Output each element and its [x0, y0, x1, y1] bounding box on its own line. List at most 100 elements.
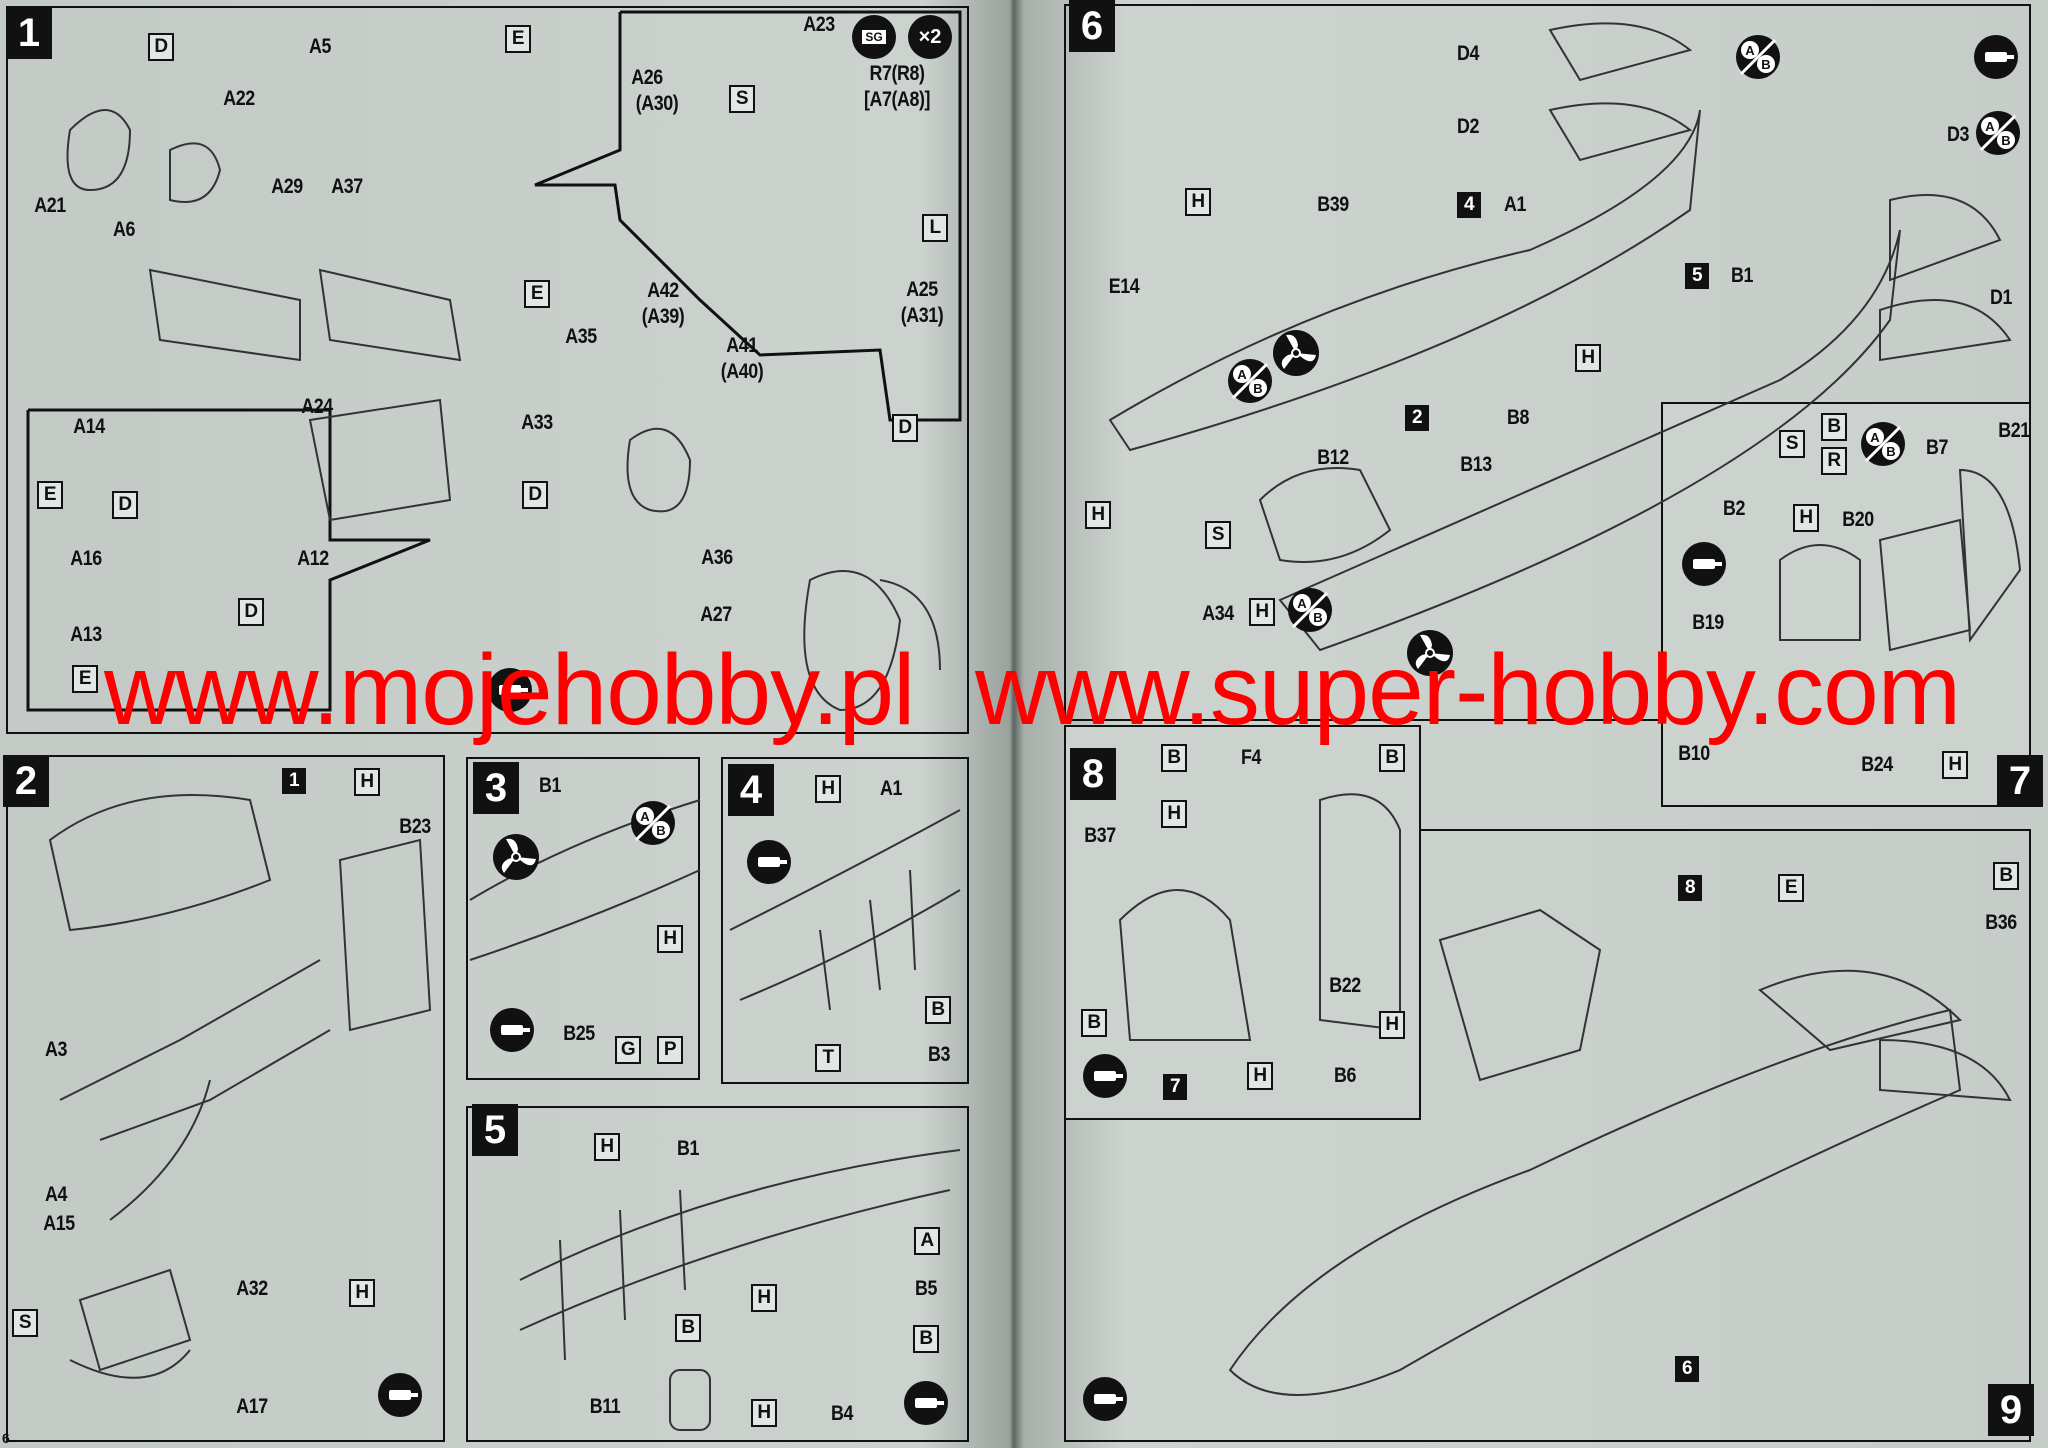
version-b-letter: B — [1313, 610, 1322, 625]
decal-color-code-box: H — [1249, 598, 1275, 626]
part-number-label: B4 — [831, 1402, 853, 1425]
part-number-label: B5 — [915, 1277, 937, 1300]
step-reference-box: 7 — [1163, 1074, 1187, 1100]
part-number-label: [A7(A8)] — [863, 88, 931, 111]
part-number-label: B21 — [1998, 419, 2030, 442]
part-number-label: B1 — [539, 774, 561, 797]
part-number-label: A6 — [113, 218, 135, 241]
cement-icon — [1974, 35, 2018, 79]
decal-color-code-box: A — [914, 1227, 940, 1255]
part-number-label: A41 — [726, 334, 758, 357]
part-number-label: B13 — [1460, 453, 1492, 476]
decal-color-code-box: S — [1779, 430, 1805, 458]
tube-icon — [758, 857, 787, 867]
part-number-label: (A31) — [900, 304, 944, 327]
tube-icon — [915, 1398, 944, 1408]
quantity-two-icon: ×2 — [908, 15, 952, 59]
tube-icon — [1693, 559, 1722, 569]
version-b-letter: B — [1761, 57, 1770, 72]
part-number-label: B25 — [563, 1022, 595, 1045]
part-number-label: B1 — [677, 1137, 699, 1160]
part-number-label: B22 — [1329, 974, 1361, 997]
decal-color-code-box: D — [238, 598, 264, 626]
part-number-label: D3 — [1947, 123, 1969, 146]
cement-icon — [378, 1373, 422, 1417]
tube-icon — [501, 1025, 530, 1035]
decal-color-code-box: D — [892, 414, 918, 442]
part-number-label: B12 — [1317, 446, 1349, 469]
decal-color-code-box: H — [1793, 504, 1819, 532]
step-number-7: 7 — [1997, 755, 2043, 807]
part-number-label: A14 — [73, 415, 105, 438]
part-number-label: B24 — [1861, 753, 1893, 776]
part-number-label: (A30) — [635, 92, 679, 115]
cement-icon — [1083, 1377, 1127, 1421]
version-a-letter: A — [1237, 367, 1247, 382]
decal-color-code-box: H — [594, 1133, 620, 1161]
part-number-label: D1 — [1990, 286, 2012, 309]
decal-color-code-box: S — [729, 85, 755, 113]
decal-color-code-box: G — [615, 1036, 641, 1064]
decal-color-code-box: H — [1942, 751, 1968, 779]
step-6-panel — [1064, 4, 2031, 721]
part-number-label: B11 — [589, 1395, 621, 1418]
decal-color-code-box: H — [1185, 188, 1211, 216]
decal-color-code-box: H — [1379, 1011, 1405, 1039]
part-number-label: A1 — [1504, 193, 1526, 216]
cement-icon — [747, 840, 791, 884]
decal-color-code-box: R — [1821, 447, 1847, 475]
tube-icon — [1094, 1394, 1123, 1404]
decal-color-code-box: S — [12, 1309, 38, 1337]
step-number-8: 8 — [1070, 748, 1116, 800]
step-reference-box: 6 — [1675, 1356, 1699, 1382]
version-a-letter: A — [1745, 43, 1755, 58]
part-number-label: A37 — [331, 175, 363, 198]
decal-color-code-box: H — [1575, 344, 1601, 372]
tube-icon — [389, 1390, 418, 1400]
part-number-label: A22 — [223, 87, 255, 110]
decal-color-code-box: B — [1161, 744, 1187, 772]
decal-color-code-box: H — [1161, 800, 1187, 828]
watermark-mojehobby: www.mojehobby.pl — [104, 634, 915, 746]
step-reference-box: 5 — [1685, 263, 1709, 289]
decal-color-code-box: E — [72, 665, 98, 693]
step-4-panel — [721, 757, 969, 1084]
decal-color-code-box: E — [505, 25, 531, 53]
decal-color-code-box: H — [815, 775, 841, 803]
page-number: 6 — [2, 1430, 10, 1446]
part-number-label: B7 — [1926, 436, 1948, 459]
part-number-label: A3 — [45, 1038, 67, 1061]
version-b-letter: B — [1886, 444, 1895, 459]
part-number-label: B2 — [1723, 497, 1745, 520]
part-number-label: A25 — [906, 278, 938, 301]
step-number-1: 1 — [6, 7, 52, 59]
part-number-label: A5 — [309, 35, 331, 58]
version-a-letter: A — [1985, 119, 1995, 134]
step-5-panel — [466, 1106, 969, 1442]
part-number-label: A33 — [521, 411, 553, 434]
part-number-label: A15 — [43, 1212, 75, 1235]
part-number-label: A32 — [236, 1277, 268, 1300]
tube-icon — [1985, 52, 2014, 62]
part-number-label: F4 — [1241, 746, 1261, 769]
step-number-6: 6 — [1069, 0, 1115, 52]
part-number-label: B37 — [1084, 824, 1116, 847]
step-number-2: 2 — [3, 755, 49, 807]
decal-color-code-box: E — [37, 481, 63, 509]
decal-color-code-box: B — [1081, 1009, 1107, 1037]
cement-icon — [1682, 542, 1726, 586]
tube-icon — [1094, 1071, 1123, 1081]
part-number-label: B36 — [1985, 911, 2017, 934]
part-number-label: B1 — [1731, 264, 1753, 287]
part-number-label: B23 — [399, 815, 431, 838]
part-number-label: B3 — [928, 1043, 950, 1066]
decal-color-code-box: B — [1993, 862, 2019, 890]
cement-icon — [490, 1008, 534, 1052]
part-number-label: A1 — [880, 777, 902, 800]
version-a-letter: A — [640, 809, 650, 824]
decal-color-code-box: S — [1205, 521, 1231, 549]
